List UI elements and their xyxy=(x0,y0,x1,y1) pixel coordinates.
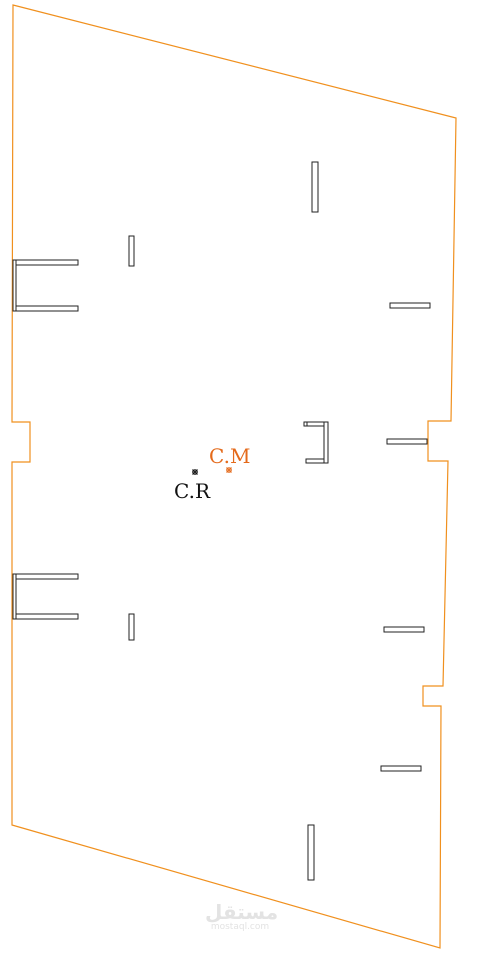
watermark-arabic: مستقل xyxy=(205,900,279,924)
core-wall-left-top xyxy=(12,259,79,312)
center-of-mass-label: C.M xyxy=(209,444,250,468)
shear-wall-right-4 xyxy=(380,765,422,772)
core-wall-left-bottom xyxy=(12,573,79,620)
shear-wall-upper-left xyxy=(128,235,135,267)
core-wall-right-center xyxy=(303,421,329,464)
shear-wall-right-1 xyxy=(389,302,431,309)
watermark: مستقل mostaql.com xyxy=(205,900,279,932)
shear-wall-right-2 xyxy=(386,438,428,445)
shear-wall-right-3 xyxy=(383,626,425,633)
center-of-rigidity-label: C.R xyxy=(174,479,211,503)
center-of-mass-marker xyxy=(226,467,232,473)
watermark-latin: mostaql.com xyxy=(210,922,270,932)
shear-wall-lower-left xyxy=(128,613,135,641)
shear-wall-bottom-center xyxy=(307,824,315,881)
shear-wall-top-center xyxy=(311,161,319,213)
building-outline xyxy=(11,4,457,949)
center-of-rigidity-marker xyxy=(192,469,198,475)
